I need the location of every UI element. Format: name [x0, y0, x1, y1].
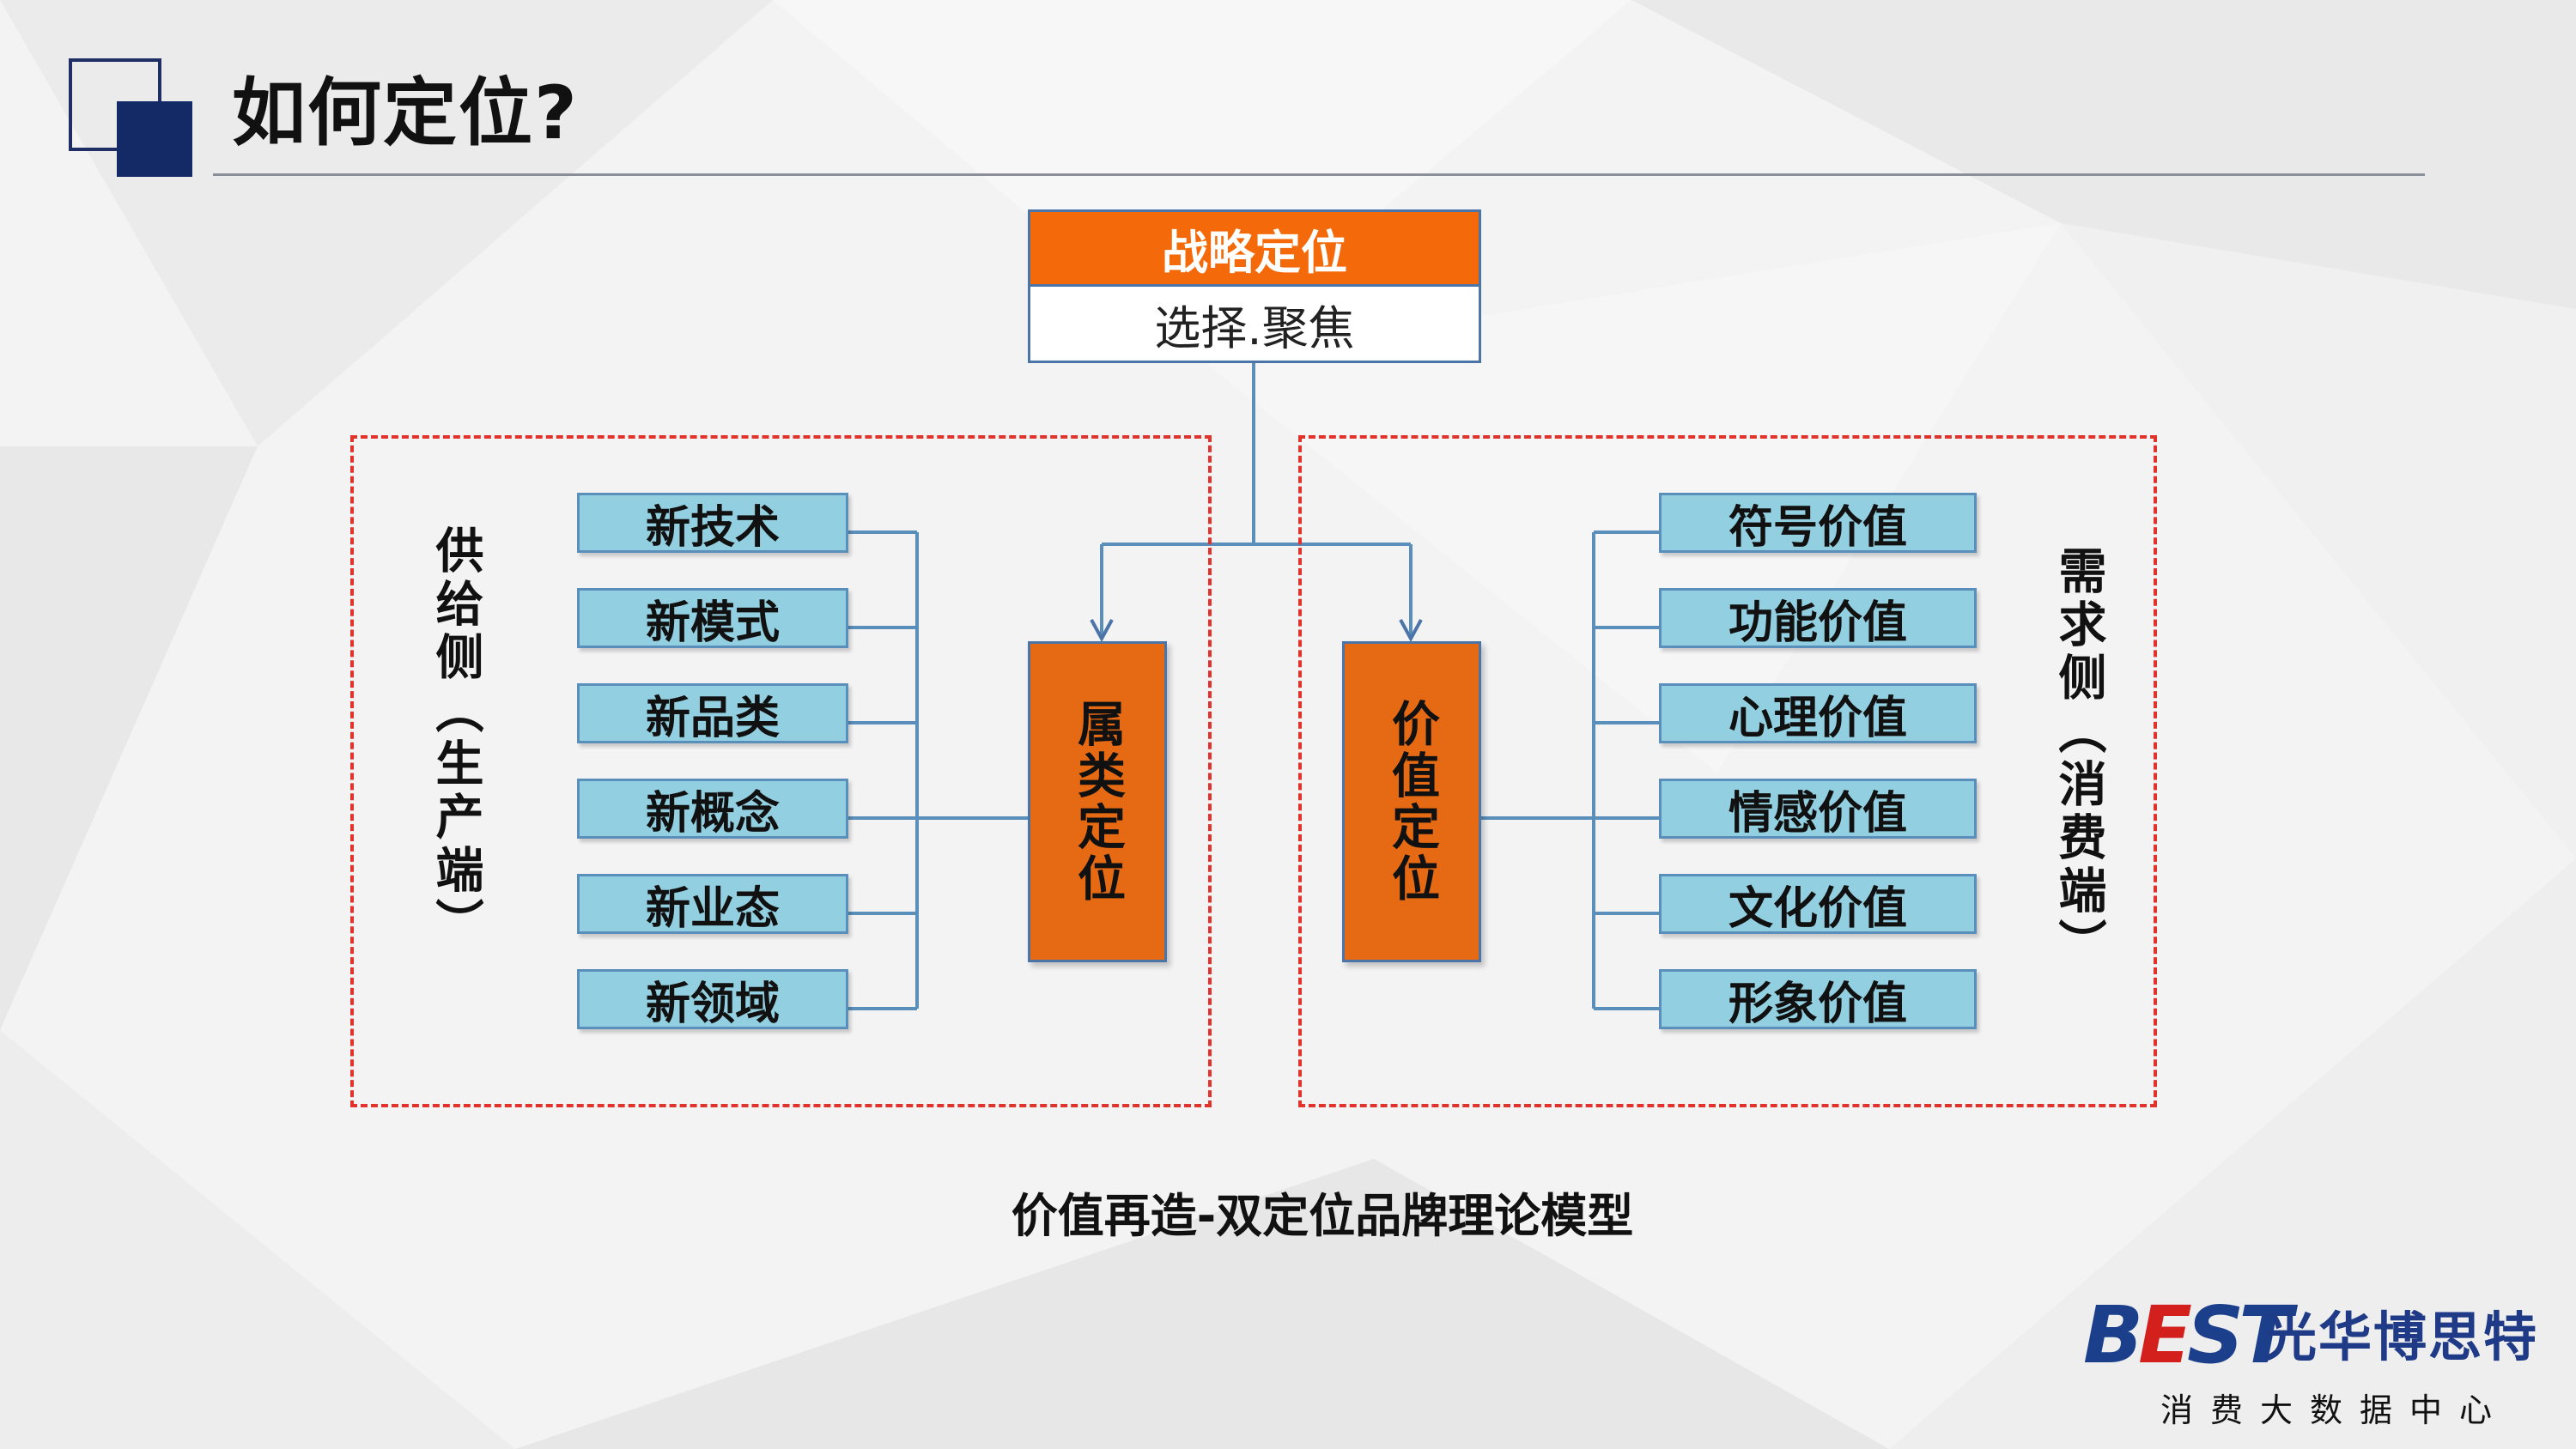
supply-item-new-model: 新模式 [577, 588, 848, 649]
demand-side-region [1298, 435, 2157, 1107]
strategy-positioning-subtitle: 选择.聚焦 [1028, 284, 1481, 363]
title-divider [213, 173, 2425, 176]
demand-item-emotional-value: 情感价值 [1659, 779, 1977, 840]
page-title: 如何定位? [232, 70, 579, 156]
strategy-positioning-header: 战略定位 [1028, 209, 1481, 287]
demand-item-symbolic-value: 符号价值 [1659, 493, 1977, 554]
demand-item-image-value: 形象价值 [1659, 969, 1977, 1030]
demand-item-functional-value: 功能价值 [1659, 588, 1977, 649]
supply-item-new-business: 新业态 [577, 874, 848, 935]
demand-item-cultural-value: 文化价值 [1659, 874, 1977, 935]
company-subtitle: 消费大数据中心 [2160, 1391, 2510, 1429]
logo-letter-b: B [2083, 1289, 2143, 1381]
supply-side-label: 供给侧（生产端） [428, 525, 483, 951]
supply-item-new-field: 新领域 [577, 969, 848, 1030]
category-positioning-box: 属类定位 [1028, 641, 1167, 962]
logo-letters-st: ST [2186, 1289, 2293, 1381]
diagram-caption: 价值再造-双定位品牌理论模型 [1011, 1189, 1634, 1243]
value-positioning-box: 价值定位 [1342, 641, 1481, 962]
logo-letter-e: E [2138, 1289, 2192, 1381]
title-decoration-fill [117, 101, 192, 177]
demand-side-label: 需求侧（消费端） [2050, 546, 2106, 972]
company-name: 光华博思特 [2263, 1306, 2539, 1368]
supply-item-new-category: 新品类 [577, 683, 848, 744]
best-logo-mark: BEST [2083, 1293, 2293, 1379]
supply-item-new-technology: 新技术 [577, 493, 848, 554]
supply-side-region [350, 435, 1212, 1107]
demand-item-psychological-value: 心理价值 [1659, 683, 1977, 744]
supply-item-new-concept: 新概念 [577, 779, 848, 840]
